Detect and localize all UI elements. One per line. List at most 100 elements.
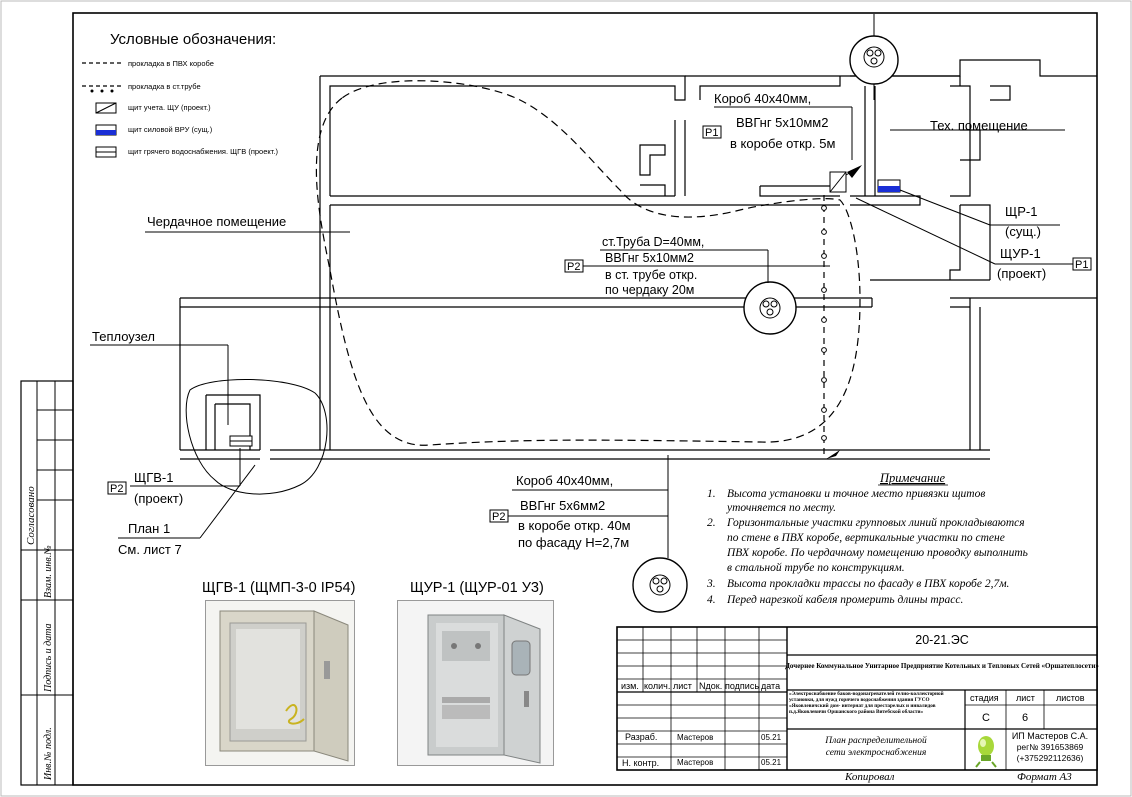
note-1-line2: уточняется по месту. [726, 502, 836, 514]
callout-top-line3: в коробе откр. 5м [730, 136, 835, 151]
tb-role2-name: Мастеров [677, 758, 713, 767]
legend-item-pvc: прокладка в ПВХ коробе [128, 59, 214, 68]
plan-labels: Чердачное помещение Теплоузел Тех. помещ… [92, 118, 1046, 557]
tb-stage-value: С [982, 712, 990, 724]
note-3-num: 3. [706, 578, 716, 590]
side-stamp: Согласовано Взам. инв.№ Подпись и дата И… [20, 380, 74, 786]
tb-project-desc-box: «Электроснабжение бакoв-водонагревателей… [789, 691, 944, 715]
callout-mid-line4: по чердаку 20м [605, 283, 694, 297]
callout-mid: ст.Труба D=40мм, ВВГнг 5х10мм2 в ст. тру… [602, 235, 704, 297]
photo-right-caption: ЩУР-1 (ЩУР-01 У3) [410, 580, 544, 596]
note-1-line1: Высота установки и точное место привязки… [727, 488, 985, 500]
stamp-inv-vzam: Взам. инв.№ [43, 545, 54, 598]
note-2-line3: ПВХ коробе. По чердачному помещению пров… [726, 547, 1028, 559]
callout-bottom-line1: Короб 40х40мм, [516, 473, 613, 488]
notes-title: Примечание [879, 471, 946, 485]
callout-mid-line1: ст.Труба D=40мм, [602, 235, 704, 249]
label-shgv1-proj: (проект) [134, 491, 183, 506]
label-shr1: ЩР-1 [1005, 204, 1037, 219]
tb-company-line3: (+375292112636) [1017, 753, 1084, 763]
callout-top-line1: Короб 40х40мм, [714, 91, 811, 106]
label-shur1-proj: (проект) [997, 266, 1046, 281]
callout-bottom-line3: в коробе откр. 40м [518, 518, 631, 533]
shur1-cabinet-icon [398, 601, 553, 765]
stamp-inv-podl: Инв.№ подл. [43, 727, 54, 781]
shgv1-cabinet-icon [206, 601, 354, 765]
tag-p1-top: Р1 [705, 127, 718, 139]
tb-col-izm: изм. [621, 681, 639, 691]
note-3-line1: Высота прокладки трассы по фасаду в ПВХ … [727, 578, 1009, 590]
route-tags: Р1 Р2 Р2 Р1 Р2 [107, 125, 1092, 523]
note-2-line4: в стальной трубе по конструкциям. [727, 561, 905, 574]
tb-doc-code: 20-21.ЭС [915, 633, 968, 647]
tb-format: Формат А3 [1017, 771, 1072, 783]
tb-col-data: дата [761, 681, 780, 691]
cable-section-top-icon [849, 14, 899, 100]
label-attic: Чердачное помещение [147, 214, 286, 229]
note-4-line1: Перед нарезкой кабеля промерить длины тр… [726, 593, 963, 606]
tb-sheet-title-line1: План распределительной [824, 735, 927, 746]
label-shr1-exist: (сущ.) [1005, 224, 1041, 239]
legend-item-meter: щит учета. ЩУ (проект.) [128, 103, 211, 112]
tag-p1-right: Р1 [1075, 259, 1088, 271]
label-plan1-sheet: См. лист 7 [118, 542, 182, 557]
label-shgv1: ЩГВ-1 [134, 470, 173, 485]
tb-col-ndok: Nдок. [699, 681, 722, 691]
legend-item-pipe: прокладка в ст.трубе [128, 82, 201, 91]
legend: Условные обозначения: прокладка в ПВХ ко… [82, 31, 278, 158]
note-4-num: 4. [707, 594, 716, 606]
tag-p2-bottom: Р2 [492, 511, 505, 523]
tb-role2-date: 05.21 [761, 758, 782, 767]
tb-role1-date: 05.21 [761, 733, 782, 742]
callout-mid-line3: в ст. трубе откр. [605, 268, 697, 282]
label-teplouzel: Теплоузел [92, 329, 155, 344]
tb-project-desc: «Электроснабжение бакoв-водонагревателей… [789, 691, 944, 715]
tb-role2: Н. контр. [622, 758, 659, 768]
tag-p2-mid: Р2 [567, 261, 580, 273]
cable-route-dashed [315, 80, 861, 446]
company-logo-icon [968, 732, 1004, 768]
callout-bottom-line2: ВВГнг 5х6мм2 [520, 498, 605, 513]
legend-item-power: щит силовой ВРУ (сущ.) [128, 125, 213, 134]
callout-top: Короб 40х40мм, ВВГнг 5х10мм2 в коробе от… [714, 91, 835, 151]
tb-stage-label: стадия [970, 693, 999, 703]
label-tech-room: Тех. помещение [930, 118, 1028, 133]
callout-bottom-line4: по фасаду Н=2,7м [518, 535, 629, 550]
legend-title: Условные обозначения: [110, 31, 276, 48]
photo-shgv1 [205, 600, 355, 766]
label-plan1: План 1 [128, 521, 170, 536]
note-2-line1: Горизонтальные участки групповых линий п… [726, 516, 1025, 529]
title-block: изм. колич. лист Nдок. подпись дата Разр… [616, 626, 1099, 771]
stamp-agreed: Согласовано [25, 486, 37, 545]
callout-bottom: Короб 40х40мм, ВВГнг 5х6мм2 в коробе отк… [516, 473, 631, 550]
tb-sheet-value: 6 [1022, 712, 1028, 724]
tb-col-list: лист [673, 681, 692, 691]
cable-section-bottom-icon [632, 557, 688, 613]
stamp-signature-date: Подпись и дата [43, 623, 54, 693]
tag-p2-left: Р2 [110, 483, 123, 495]
note-2-num: 2. [707, 517, 716, 529]
note-1-num: 1. [707, 488, 716, 500]
tb-role1: Разраб. [625, 732, 657, 742]
label-shur1: ЩУР-1 [1000, 246, 1041, 261]
tb-sheet-title-line2: сети электроснабжения [826, 747, 927, 758]
photo-shur1 [397, 600, 554, 766]
tb-sheets-label: листов [1056, 693, 1085, 703]
tb-sheet-label: лист [1016, 693, 1035, 703]
callout-top-line2: ВВГнг 5х10мм2 [736, 115, 828, 130]
tb-company-line1: ИП Мастеров С.А. [1012, 731, 1088, 741]
callout-mid-line2: ВВГнг 5х10мм2 [605, 251, 694, 265]
notes: Примечание 1. Высота установки и точное … [706, 471, 1028, 606]
leader-lines [90, 106, 1076, 558]
tb-copied: Копировал [844, 771, 895, 783]
tb-col-podpis: подпись [725, 681, 759, 691]
tb-role1-name: Мастеров [677, 733, 713, 742]
photo-left-caption: ЩГВ-1 (ЩМП-3-0 IP54) [202, 580, 355, 596]
tb-org-text: Дочернее Коммунальное Унитарное Предприя… [785, 662, 1099, 670]
teplouzel-outline [185, 379, 328, 495]
legend-item-hot-water: щит грячего водоснабжения. ЩГВ (проект.) [128, 147, 278, 156]
tb-org: Дочернее Коммунальное Унитарное Предприя… [785, 662, 1099, 670]
cable-section-middle-icon [743, 281, 797, 335]
pipe-markers [821, 205, 827, 441]
